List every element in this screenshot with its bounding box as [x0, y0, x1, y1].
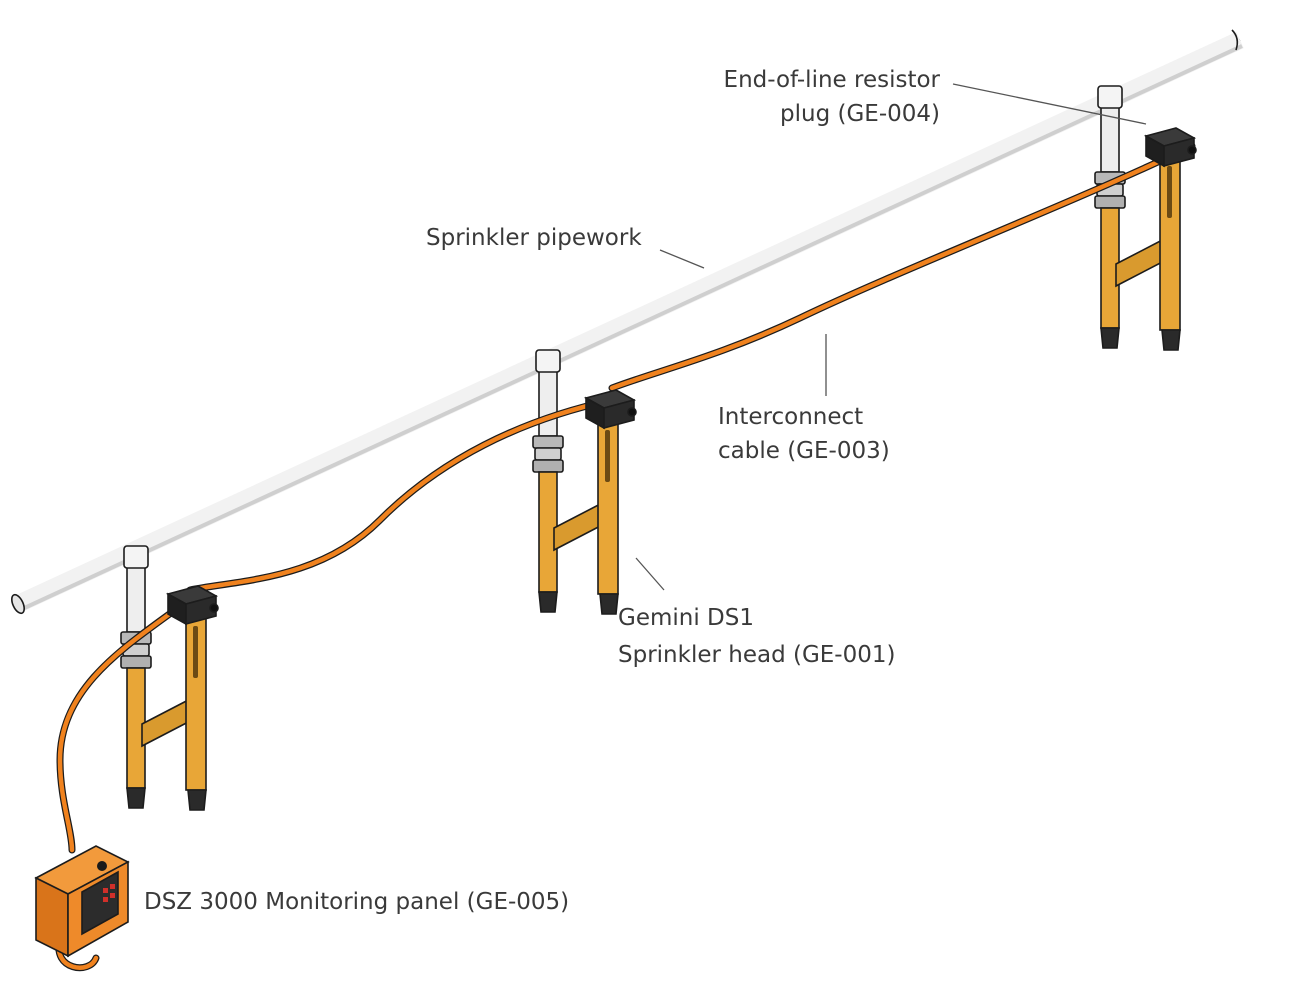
monitoring-panel-label: DSZ 3000 Monitoring panel (GE-005): [144, 889, 569, 915]
end-of-line-label-line1: End-of-line resistor: [724, 67, 941, 93]
interconnect-label-line1: Interconnect: [718, 404, 863, 430]
end-of-line-label-line2: plug (GE-004): [780, 101, 940, 127]
pipework-leader: [659, 249, 705, 269]
resistor-plug-icon: [1145, 127, 1197, 167]
junction-plug-icon: [167, 585, 219, 625]
interconnect-cable: [55, 142, 1196, 972]
sprinkler-head-label-line2: Sprinkler head (GE-001): [618, 642, 895, 668]
sprinkler-head-leader: [635, 557, 665, 591]
junction-plug-icon: [585, 389, 637, 429]
sprinkler-pipework: [11, 29, 1244, 615]
sprinkler-head-icon: [1094, 85, 1181, 351]
sprinkler-head-icon: [532, 349, 619, 615]
end-of-line-leader: [952, 83, 1147, 125]
interconnect-label-line2: cable (GE-003): [718, 438, 890, 464]
monitoring-panel-icon: [34, 845, 130, 958]
sprinkler-head-icon: [120, 545, 207, 811]
sprinkler-head-label-line1: Gemini DS1: [618, 605, 754, 631]
pipework-label: Sprinkler pipework: [426, 225, 642, 251]
